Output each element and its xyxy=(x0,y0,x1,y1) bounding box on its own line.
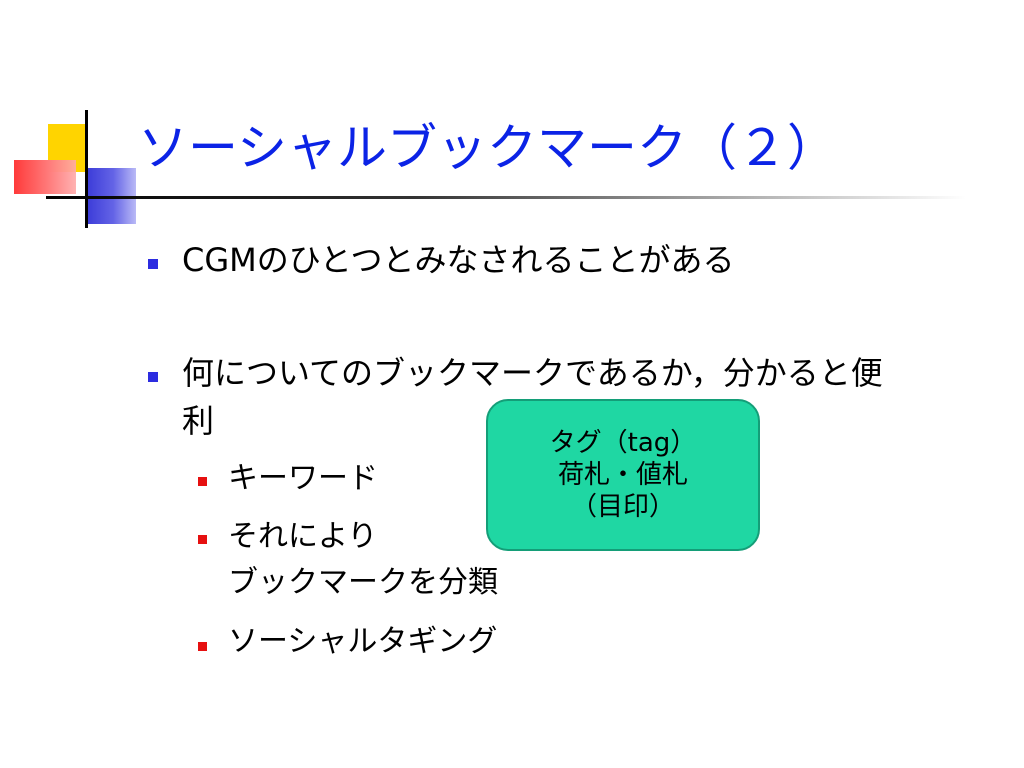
sub-bullet-square-icon xyxy=(198,642,207,651)
tag-callout-box: タグ（tag） 荷札・値札 （目印） xyxy=(486,399,760,551)
sub-bullet-text: ソーシャルタギング xyxy=(228,624,498,659)
sub-bullet-text-line2: ブックマークを分類 xyxy=(228,565,498,600)
vertical-rule-decoration xyxy=(85,110,88,228)
bullet-square-icon xyxy=(148,372,158,382)
bullet-text-line1: 何についてのブックマークであるか，分かると便 xyxy=(182,354,883,392)
sub-bullet-square-icon xyxy=(198,477,207,486)
sub-bullet-square-icon xyxy=(198,535,207,544)
bullet-text: CGMのひとつとみなされることがある xyxy=(182,241,735,279)
corner-logo-decoration xyxy=(0,0,140,240)
slide-title: ソーシャルブックマーク（２） xyxy=(138,119,837,177)
sub-bullet-text-line1: それにより xyxy=(228,519,378,554)
sub-bullet-text: キーワード xyxy=(228,461,378,496)
callout-line-3: （目印） xyxy=(570,492,675,522)
callout-line-2: 荷札・値札 xyxy=(557,460,688,490)
callout-line-1: タグ（tag） xyxy=(549,428,697,458)
bullet-square-icon xyxy=(148,259,158,269)
title-underline-rule xyxy=(46,196,966,199)
red-square-decoration xyxy=(14,160,76,194)
bullet-text-line2: 利 xyxy=(182,402,215,440)
